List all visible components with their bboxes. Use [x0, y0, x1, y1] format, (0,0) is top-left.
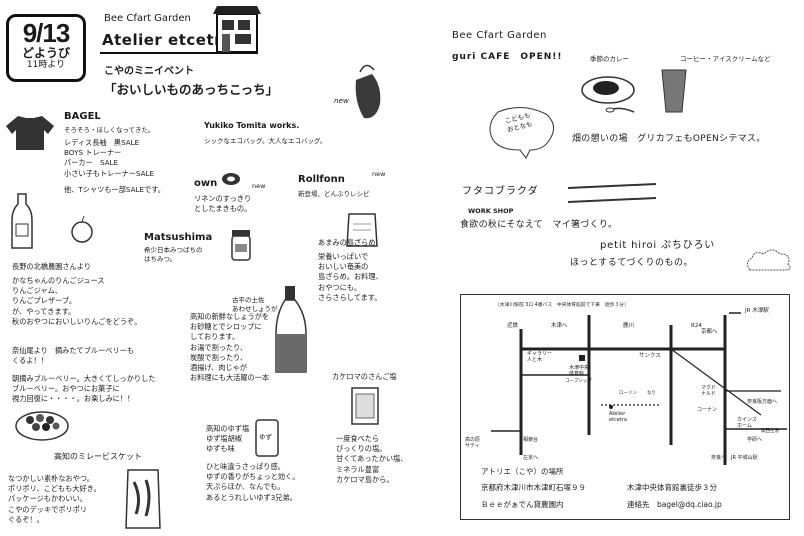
- map-label-17: 関西空港: [761, 429, 779, 434]
- sugar-bag-icon: [346, 213, 378, 247]
- yuzu-desc: ひと味違うさっぱり感。 ゆずの香りがちょっと効く。 天ぷらほか、なんでも。 ある…: [206, 462, 300, 502]
- speech-bubble: [489, 107, 554, 159]
- map-label-7: 木津中央 体育館: [569, 365, 590, 377]
- petit-title: petit hiroi ぷちひろい: [600, 240, 716, 251]
- curry-label: 季節のカレー: [590, 55, 629, 63]
- map-label-6: ギャラリー 人と木: [527, 351, 553, 363]
- map-label-2: 鹿川: [623, 323, 635, 329]
- map-label-19: JR 平城山駅: [731, 455, 758, 461]
- eco-bag-illustration: [355, 64, 381, 119]
- yukiko-name: Yukiko Tomita works.: [204, 121, 300, 130]
- map-label-20: 高の原 サティ: [465, 437, 481, 449]
- rollfonn-desc: 新登場、どんぶりレシピ: [298, 190, 370, 198]
- house-illustration: [213, 6, 261, 53]
- brand-right: Bee Cfart Garden: [452, 30, 547, 41]
- shirt-icon: [6, 116, 54, 150]
- map-label-4: JR 木津駅: [745, 308, 769, 314]
- map-contact: 連絡先 bagel@dq.ciao.jp: [627, 500, 722, 509]
- biscuit-desc: なつかしい素朴なおやつ。 ポリポリ、こどもも大好き。 パッケージもかわいい。 こ…: [8, 474, 101, 524]
- futako-title: フタコブラクダ: [462, 186, 539, 197]
- rollfonn-badge: new: [372, 170, 386, 178]
- juice-bottle-and-apple: [11, 193, 93, 249]
- map-label-9: コープシップ: [565, 379, 592, 384]
- date-badge: 9/13 どようび 11時より: [6, 14, 86, 82]
- page-title: Atelier etcetra: [102, 31, 233, 49]
- map-label-15: カインズ ホーム: [737, 417, 757, 429]
- map-label-0: 近鉄: [507, 323, 519, 329]
- workshop-label: WORK SHOP: [468, 207, 514, 215]
- new-badge-bag: new: [334, 96, 349, 105]
- bagel-name: BAGEL: [64, 111, 101, 122]
- map-label-18: 奈良へ: [711, 455, 727, 461]
- salt-pack-icon: [351, 387, 379, 425]
- kakaoroma-desc: 一度食べたら びっくりの塩。 甘くてあったかい塩、 ミネラル豊富 カケロマ島から…: [336, 434, 408, 484]
- aburase-desc: 高知の新鮮なしょうがを お砂糖とでシロップに しております。 お湯で割ったり、 …: [190, 312, 270, 383]
- blueberry-desc1: 奈仙尾より 摘みたてブルーベリーも くるよ！！: [12, 346, 135, 366]
- coffee-cup-icon: [661, 69, 687, 113]
- nagano-desc: かなちゃんのりんごジュース りんごジャム、 りんごプレザーブ。 が、やってきます…: [12, 276, 142, 326]
- amami-title: あまみの島ざらめ: [318, 238, 376, 247]
- map-label-12: ローソン: [619, 391, 637, 396]
- bagel-note: 他、Tシャツも一部SALEです。: [64, 185, 165, 194]
- ginger-bottle-icon: [275, 286, 307, 373]
- yuzu-jar-icon: [255, 419, 279, 457]
- cloud-icon: [746, 249, 791, 271]
- own-badge: new: [252, 182, 266, 190]
- brand-left: Bee Cfart Garden: [104, 13, 191, 24]
- cafe-title: guri CAFE OPEN!!: [452, 52, 563, 62]
- title-underline: [100, 52, 258, 54]
- map-addr1: 京都府木津川市木津町石塚９９: [481, 483, 586, 492]
- map-label-1: 木津へ: [551, 323, 568, 329]
- yuzu-title: 高知のゆず塩 ゆず塩胡椒 ゆずも味: [206, 424, 250, 454]
- event-theme: 「おいしいものあっちこっち」: [104, 82, 279, 97]
- date-number: 9/13: [22, 18, 71, 48]
- cafe-rest: 畑の憩いの場 グリカフェもOPENシテマス。: [572, 134, 766, 144]
- map-addr3: Ｂｅｅがぁでん貸農園内: [481, 500, 564, 509]
- aburase-title: 古平の土佐 あわせしょうが: [232, 296, 278, 314]
- biscuit-pack-icon: [125, 469, 161, 529]
- date-time: 11時より: [26, 60, 66, 70]
- blueberry-desc2: 朝摘みブルーベリー。大きくてしっかりした ブルーベリー。おやつにお菓子に 視力回…: [12, 374, 156, 404]
- own-desc: リネンのすっきり としたまきもの。: [194, 194, 252, 214]
- nagano-title: 長野の北橋農園さんより: [12, 262, 91, 271]
- bagel-sub: そろそろ・ほしくなってきた。: [64, 126, 155, 134]
- map-addr2: 木津中央体育館裏徒歩３分: [627, 483, 717, 492]
- kakaoroma-title: カケロマのさんご塩: [332, 372, 397, 381]
- map-label-21: 相楽台: [523, 437, 539, 443]
- map-label-23: コーナン: [697, 407, 718, 413]
- yuzu-label: ゆず: [259, 433, 272, 441]
- rollfonn-name: Rollfonn: [298, 174, 345, 185]
- map-place: アトリエ（こや）の場所: [481, 467, 564, 476]
- amami-desc: 栄養いっぱいで おいしい奄美の 島ざらめ。お料理、 おやつにも。 さらさらしてま…: [318, 252, 383, 302]
- matsushima-name: Matsushima: [144, 232, 213, 243]
- date-weekday: どようび: [21, 46, 70, 60]
- map-label-14: 奈良阪方面へ: [747, 399, 778, 405]
- map-label-5: 京都へ: [701, 329, 718, 335]
- curry-plate-icon: [581, 76, 635, 113]
- petit-desc: ほっとするてづくりのもの。: [570, 258, 694, 268]
- biscuit-title: 高知のミレービスケット: [54, 452, 142, 461]
- scarf-icon: [222, 173, 240, 185]
- map-note: （木津川駅前 3ロ 4番バス 中央体育館前で下車 徒歩３分）: [495, 303, 629, 308]
- map-label-11: Atelier etcetra: [609, 411, 627, 423]
- map-label-16: 学研へ: [747, 437, 763, 443]
- matsushima-desc: 希少日本みつばちの はちみつ。: [144, 246, 203, 264]
- access-map: （木津川駅前 3ロ 4番バス 中央体育館前で下車 徒歩３分） 近鉄 木津へ 鹿川…: [460, 294, 790, 520]
- map-label-3: R24: [691, 323, 702, 329]
- honey-jar-icon: [231, 230, 251, 261]
- map-label-22: 左京へ: [523, 455, 539, 461]
- chopsticks-icon: [567, 183, 657, 203]
- event-title: こやのミニイベント: [104, 66, 194, 77]
- map-label-10: なり: [647, 391, 656, 396]
- map-label-13: マクド ナルド: [701, 385, 717, 397]
- bagel-lines: レディス長袖 黒SALE BOYS トレーナー パーカー SALE 小さい子もト…: [64, 138, 155, 178]
- map-label-8: サンクス: [639, 353, 661, 359]
- yukiko-desc: シックなエコバッグ。大人なエコバッグ。: [204, 137, 327, 145]
- own-name: own: [194, 178, 218, 189]
- workshop-desc: 食欲の秋にそなえて マイ箸づくり。: [460, 220, 618, 230]
- blueberry-bowl-icon: [15, 411, 69, 441]
- map-roads: [491, 312, 787, 465]
- coffee-label: コーヒー・アイスクリームなど: [680, 55, 771, 63]
